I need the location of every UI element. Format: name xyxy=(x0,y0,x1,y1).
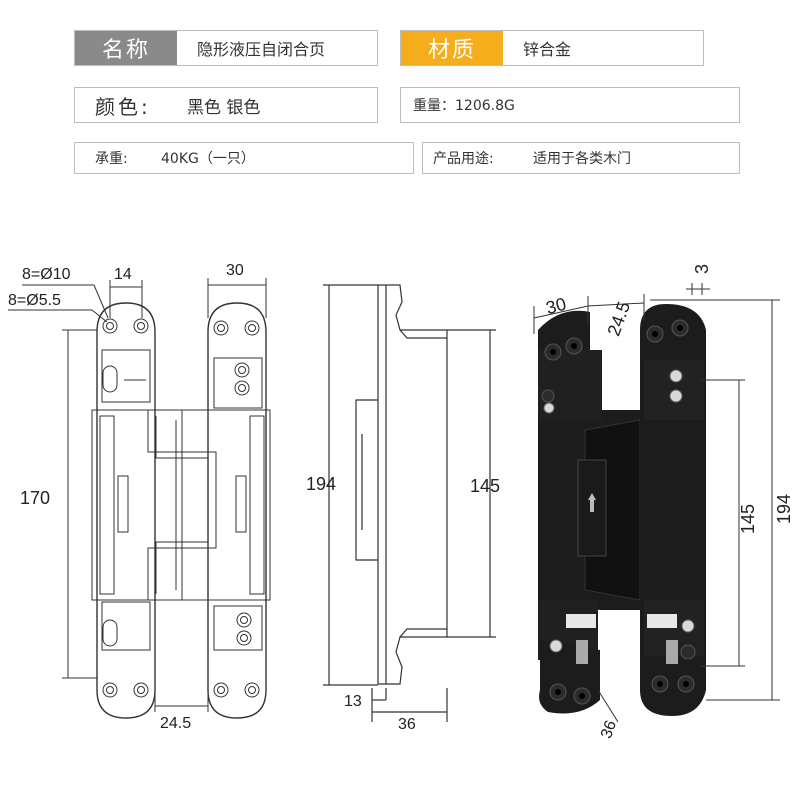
spec-usage-label: 产品用途: xyxy=(433,151,494,167)
photo-dim-194: 194 xyxy=(774,494,794,524)
side-dim-inner: 145 xyxy=(470,476,500,496)
front-hole-large: 8=Ø10 xyxy=(22,266,71,283)
front-dim-bottom: 24.5 xyxy=(160,715,191,732)
side-dim-small: 13 xyxy=(344,693,362,710)
spec-load-label: 承重: xyxy=(95,151,128,167)
photo-dim-36: 36 xyxy=(598,718,620,741)
spec-name-cell: 名称 隐形液压自闭合页 xyxy=(74,30,378,66)
spec-weight-text: 重量：1206.8G xyxy=(413,98,515,114)
spec-usage-value: 适用于各类木门 xyxy=(533,151,631,167)
spec-load-cell: 承重: 40KG（一只） xyxy=(74,142,414,174)
front-view xyxy=(8,278,271,719)
front-hole-small: 8=Ø5.5 xyxy=(8,292,61,309)
photo-dim-145: 145 xyxy=(738,504,758,534)
spec-color-cell: 颜色: 黑色 银色 xyxy=(74,87,378,123)
side-dim-depth: 36 xyxy=(398,716,416,733)
hinge-photo xyxy=(538,304,706,716)
spec-material-label: 材质 xyxy=(401,31,503,65)
spec-name-label: 名称 xyxy=(75,31,177,65)
spec-weight-cell: 重量：1206.8G xyxy=(400,87,740,123)
spec-load-value: 40KG（一只） xyxy=(161,151,255,167)
spec-color-value: 黑色 银色 xyxy=(187,97,261,118)
side-dim-total: 194 xyxy=(306,474,336,494)
front-dim-top-right: 30 xyxy=(226,262,244,279)
photo-dimensions xyxy=(533,283,780,723)
front-dim-height: 170 xyxy=(20,488,50,508)
front-dim-top-left: 14 xyxy=(114,266,132,283)
spec-material-value: 锌合金 xyxy=(523,40,572,59)
spec-color-label: 颜色: xyxy=(95,94,151,119)
spec-usage-cell: 产品用途: 适用于各类木门 xyxy=(422,142,740,174)
spec-name-value: 隐形液压自闭合页 xyxy=(197,40,326,59)
photo-dim-3: 3 xyxy=(692,264,712,274)
spec-material-cell: 材质 锌合金 xyxy=(400,30,704,66)
side-view xyxy=(323,284,496,722)
